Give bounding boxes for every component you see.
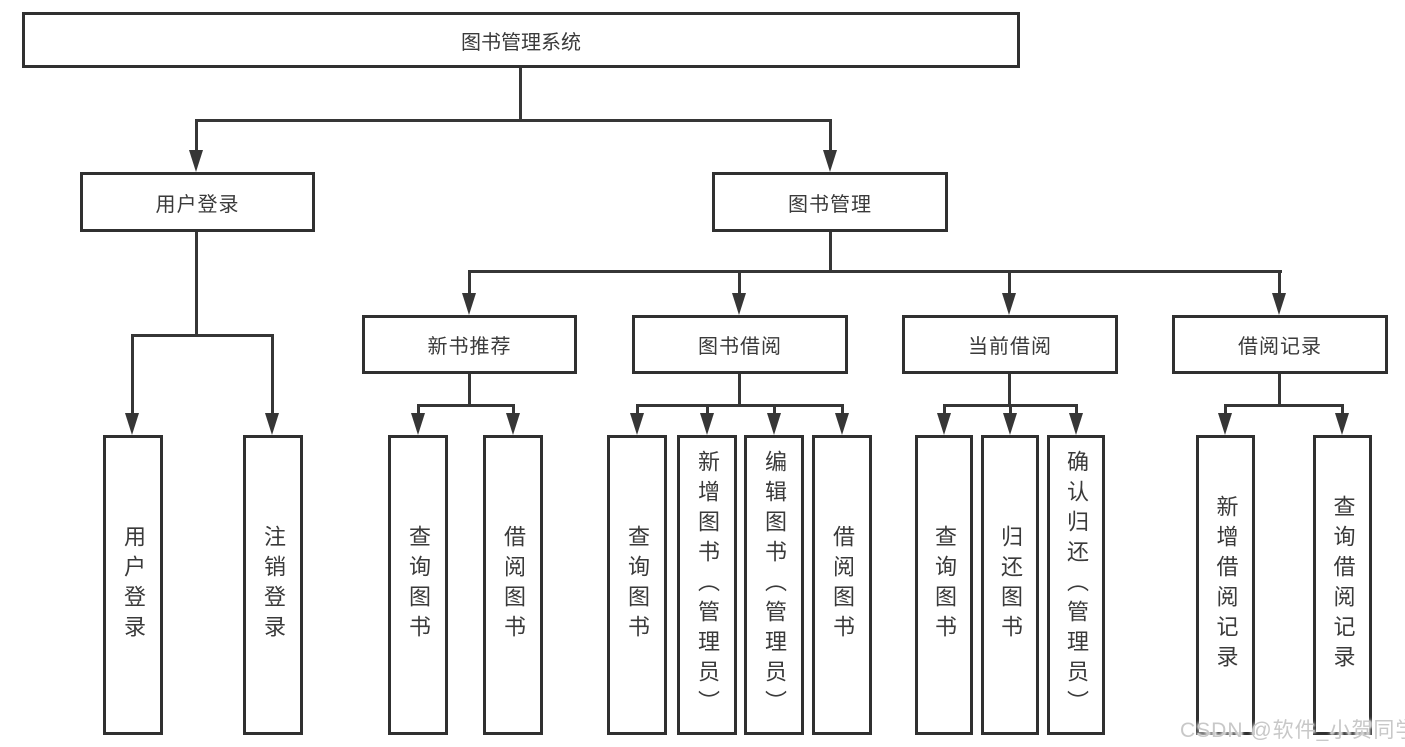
node-book-management: 图书管理 bbox=[712, 172, 948, 232]
node-new-book-recommend: 新书推荐 bbox=[362, 315, 577, 374]
leaf-label: 查询借阅记录 bbox=[1330, 495, 1356, 675]
leaf-label: 新增借阅记录 bbox=[1213, 495, 1239, 675]
connector-drop bbox=[417, 404, 420, 416]
connector-stem bbox=[1008, 374, 1011, 406]
arrow-down-icon bbox=[1069, 413, 1083, 435]
node-label: 借阅记录 bbox=[1238, 336, 1322, 358]
arrow-down-icon bbox=[1002, 293, 1016, 315]
connector-drop bbox=[1224, 404, 1227, 416]
leaf-label: 查询图书 bbox=[406, 525, 431, 645]
arrow-down-icon bbox=[265, 413, 279, 435]
leaf-label: 查询图书 bbox=[625, 525, 650, 645]
arrow-down-icon bbox=[411, 413, 425, 435]
connector-stem bbox=[468, 374, 471, 406]
leaf-label: 新增图书（管理员） bbox=[695, 450, 720, 720]
arrow-down-icon bbox=[732, 293, 746, 315]
connector-stem bbox=[1278, 374, 1281, 406]
arrow-down-icon bbox=[835, 413, 849, 435]
leaf-label: 确认归还（管理员） bbox=[1064, 450, 1089, 720]
leaf-label: 编辑图书（管理员） bbox=[762, 450, 787, 720]
connector-rail bbox=[417, 404, 515, 407]
arrow-down-icon bbox=[125, 413, 139, 435]
arrow-down-icon bbox=[937, 413, 951, 435]
leaf-logout: 注销登录 bbox=[243, 435, 303, 735]
connector-rail bbox=[131, 334, 274, 337]
connector-stem bbox=[738, 374, 741, 406]
connector-drop bbox=[1009, 404, 1012, 416]
arrow-down-icon bbox=[1335, 413, 1349, 435]
node-borrow-records: 借阅记录 bbox=[1172, 315, 1388, 374]
arrow-down-icon bbox=[462, 293, 476, 315]
arrow-down-icon bbox=[1003, 413, 1017, 435]
node-current-borrow: 当前借阅 bbox=[902, 315, 1118, 374]
arrow-down-icon bbox=[506, 413, 520, 435]
leaf-label: 归还图书 bbox=[998, 525, 1023, 645]
arrow-down-icon bbox=[700, 413, 714, 435]
csdn-watermark: CSDN @软件_小贺同学 bbox=[1180, 719, 1405, 742]
connector-drop bbox=[271, 334, 274, 415]
connector-root-stem bbox=[519, 68, 522, 121]
leaf-query-books-current: 查询图书 bbox=[915, 435, 973, 735]
leaf-user-login: 用户登录 bbox=[103, 435, 163, 735]
node-user-login: 用户登录 bbox=[80, 172, 315, 232]
node-label: 用户登录 bbox=[155, 193, 240, 216]
connector-rail bbox=[1224, 404, 1344, 407]
node-label: 图书借阅 bbox=[698, 336, 782, 358]
leaf-label: 查询图书 bbox=[932, 525, 957, 645]
connector-drop bbox=[943, 404, 946, 416]
connector-drop bbox=[512, 404, 515, 416]
leaf-confirm-return-admin: 确认归还（管理员） bbox=[1047, 435, 1105, 735]
connector-level1-rail bbox=[195, 119, 832, 122]
leaf-add-borrow-record: 新增借阅记录 bbox=[1196, 435, 1255, 735]
connector-drop bbox=[738, 270, 741, 295]
leaf-add-book-admin: 新增图书（管理员） bbox=[677, 435, 737, 735]
leaf-label: 用户登录 bbox=[121, 525, 146, 645]
node-label: 图书管理 bbox=[788, 193, 872, 216]
node-label: 新书推荐 bbox=[427, 336, 512, 358]
connector-rail bbox=[636, 404, 844, 407]
leaf-label: 借阅图书 bbox=[501, 525, 526, 645]
connector-drop bbox=[773, 404, 776, 416]
leaf-query-books-borrow: 查询图书 bbox=[607, 435, 667, 735]
arrow-down-icon bbox=[767, 413, 781, 435]
leaf-query-books-recommend: 查询图书 bbox=[388, 435, 448, 735]
leaf-label: 借阅图书 bbox=[830, 525, 855, 645]
arrow-down-icon bbox=[823, 150, 837, 172]
leaf-query-borrow-record: 查询借阅记录 bbox=[1313, 435, 1372, 735]
connector-drop bbox=[468, 270, 471, 295]
arrow-down-icon bbox=[1272, 293, 1286, 315]
node-root-label: 图书管理系统 bbox=[461, 31, 581, 54]
connector-drop bbox=[1008, 270, 1011, 295]
connector-drop bbox=[1075, 404, 1078, 416]
leaf-label: 注销登录 bbox=[261, 525, 286, 645]
arrow-down-icon bbox=[189, 150, 203, 172]
connector-drop bbox=[841, 404, 844, 416]
connector-drop bbox=[829, 119, 832, 152]
node-root: 图书管理系统 bbox=[22, 12, 1020, 68]
connector-rail bbox=[468, 270, 1282, 273]
leaf-borrow-books: 借阅图书 bbox=[812, 435, 872, 735]
connector-drop bbox=[636, 404, 639, 416]
connector-stem bbox=[829, 232, 832, 272]
connector-drop bbox=[1278, 270, 1281, 295]
arrow-down-icon bbox=[1218, 413, 1232, 435]
connector-drop bbox=[131, 334, 134, 415]
leaf-edit-book-admin: 编辑图书（管理员） bbox=[744, 435, 804, 735]
leaf-borrow-books-recommend: 借阅图书 bbox=[483, 435, 543, 735]
node-label: 当前借阅 bbox=[968, 336, 1052, 358]
connector-drop bbox=[706, 404, 709, 416]
connector-drop bbox=[1341, 404, 1344, 416]
node-book-borrow: 图书借阅 bbox=[632, 315, 848, 374]
leaf-return-books: 归还图书 bbox=[981, 435, 1039, 735]
arrow-down-icon bbox=[630, 413, 644, 435]
connector-drop bbox=[195, 119, 198, 152]
connector-stem bbox=[195, 232, 198, 336]
